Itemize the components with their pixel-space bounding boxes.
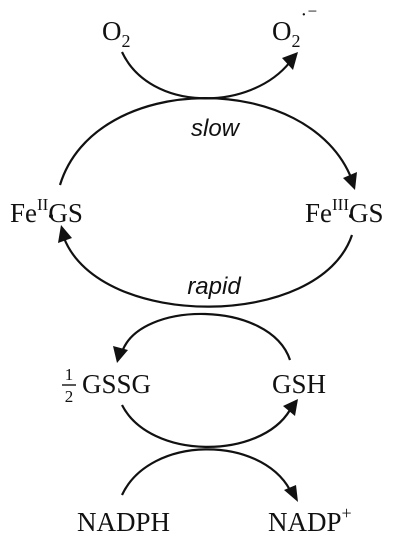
upper-cycle-arrowhead bbox=[343, 172, 357, 190]
oxygen-label: O2 bbox=[102, 16, 131, 51]
ferric-bond-dot bbox=[349, 214, 353, 218]
nadp-label: NADP+ bbox=[268, 503, 352, 537]
half-fraction-numerator: 1 bbox=[65, 365, 74, 384]
gssg-label: GSSG bbox=[82, 369, 151, 399]
upper-cycle-arc bbox=[58, 97, 354, 186]
oxygen-reduction-arrowhead bbox=[282, 52, 298, 70]
superoxide-label: O2·⁻ bbox=[272, 4, 318, 51]
gsh-oxidation-arrowhead bbox=[113, 346, 128, 363]
lower-cycle-arrowhead bbox=[58, 225, 72, 243]
slow-rate-label: slow bbox=[191, 115, 241, 142]
ferrous-bond-dot bbox=[49, 214, 53, 218]
half-fraction-denominator: 2 bbox=[65, 387, 74, 406]
nadph-oxidation-arc bbox=[121, 448, 291, 496]
nadph-label: NADPH bbox=[77, 507, 170, 537]
rapid-rate-label: rapid bbox=[187, 273, 241, 300]
gsh-oxidation-arc bbox=[120, 312, 292, 361]
gssg-reduction-arrowhead bbox=[283, 399, 298, 416]
ferric-gs-label: FeIIIGS bbox=[305, 195, 384, 228]
ferrous-gs-label: FeIIGS bbox=[10, 195, 83, 228]
oxygen-reduction-arc bbox=[121, 51, 291, 100]
gssg-reduction-arc bbox=[121, 404, 291, 448]
gsh-label: GSH bbox=[272, 369, 326, 399]
nadph-oxidation-arrowhead bbox=[284, 485, 298, 502]
lower-cycle-arc bbox=[62, 234, 354, 308]
